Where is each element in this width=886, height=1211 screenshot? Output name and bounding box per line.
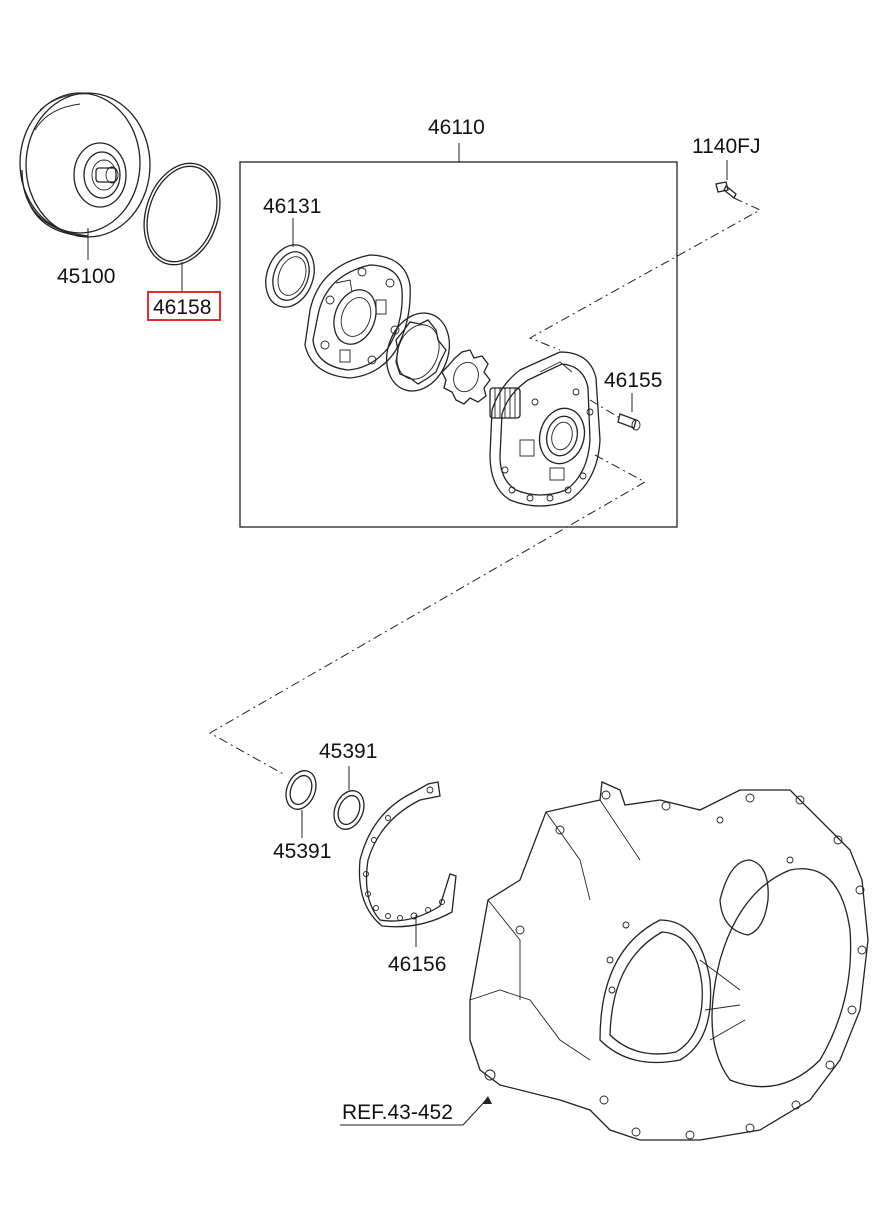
label-gasket[interactable]: 46156	[388, 953, 446, 976]
o-ring-drawing[interactable]	[132, 153, 233, 274]
oil-seal-drawing[interactable]	[257, 238, 322, 314]
plug-drawing[interactable]	[617, 413, 641, 431]
inner-gear-drawing[interactable]	[441, 349, 491, 405]
label-seal-ring-upper[interactable]: 45391	[319, 740, 377, 763]
highlight-box	[147, 291, 221, 321]
label-oil-pump-assembly[interactable]: 46110	[428, 116, 485, 139]
pump-cover-drawing[interactable]	[304, 254, 411, 379]
label-torque-converter[interactable]: 45100	[57, 265, 115, 288]
label-plug[interactable]: 46155	[604, 369, 662, 392]
label-seal-ring-lower[interactable]: 45391	[273, 840, 331, 863]
label-bolt[interactable]: 1140FJ	[692, 135, 761, 158]
bolt-drawing[interactable]	[715, 181, 737, 200]
pump-housing-drawing[interactable]	[489, 351, 601, 507]
label-oil-seal[interactable]: 46131	[263, 195, 321, 218]
seal-ring-lower-drawing[interactable]	[281, 766, 322, 814]
torque-converter-drawing[interactable]	[19, 92, 151, 238]
label-reference[interactable]: REF.43-452	[342, 1101, 453, 1124]
transaxle-case-drawing[interactable]	[469, 781, 869, 1141]
label-o-ring[interactable]: 46158	[153, 296, 211, 319]
outer-gear-drawing[interactable]	[376, 304, 460, 400]
gasket-drawing[interactable]	[358, 781, 457, 928]
seal-ring-upper-drawing[interactable]	[329, 786, 370, 834]
